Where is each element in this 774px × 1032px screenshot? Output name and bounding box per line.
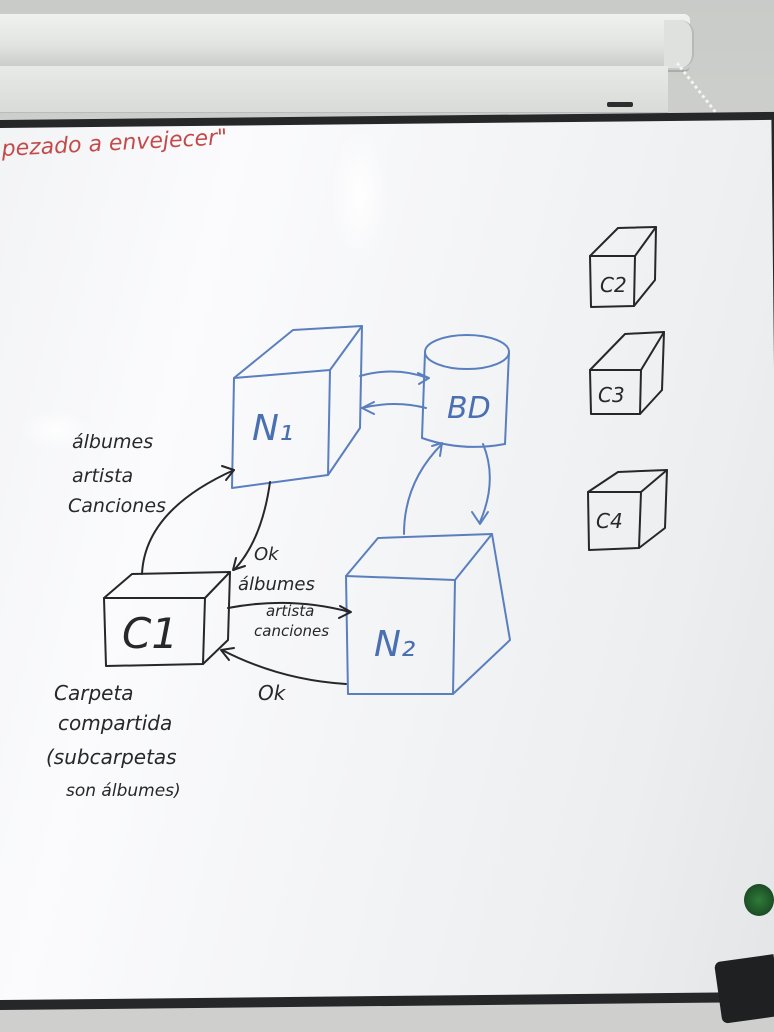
c1-n2-label-text: Ok álbumes artista canciones xyxy=(238,544,329,640)
node-c1-cube xyxy=(103,571,231,667)
arrowhead-to-bd xyxy=(431,442,443,457)
arrowhead-ok2-c1 xyxy=(220,647,235,661)
arrow-n1-to-c1 xyxy=(233,481,271,571)
node-n1-label: N₁ xyxy=(252,408,293,449)
n1-list-item: álbumes xyxy=(72,431,153,453)
roller-end-cap xyxy=(664,20,694,68)
node-n1-cube xyxy=(231,325,363,489)
arrow-c1-to-n1 xyxy=(141,469,235,575)
light-glare xyxy=(330,126,390,266)
node-c3-label: C3 xyxy=(598,383,625,407)
arrow-n2-to-bd xyxy=(403,443,443,535)
green-magnet xyxy=(744,884,774,916)
node-c4-label: C4 xyxy=(596,509,623,533)
node-c1-label: C1 xyxy=(122,609,178,658)
light-glare-left xyxy=(20,410,90,450)
screen-housing xyxy=(0,66,668,113)
arrow-n1-to-bd xyxy=(359,370,429,379)
c1-n2-label: Ok xyxy=(254,544,280,565)
node-c4-cube xyxy=(587,469,668,551)
arrowhead-bd xyxy=(417,372,430,385)
c1-caption-line: compartida xyxy=(58,711,172,735)
c1-n2-label: álbumes xyxy=(238,574,315,595)
node-n2-label: N₂ xyxy=(374,624,415,665)
c1-n2-label: canciones xyxy=(254,622,329,640)
node-c3-cube xyxy=(589,331,665,415)
database-cylinder xyxy=(421,334,510,448)
header-note: pezado a envejecer" xyxy=(0,125,228,162)
arrow-n2-to-c1 xyxy=(221,649,347,685)
arrowhead-n1 xyxy=(361,401,375,415)
n1-list-item: artista xyxy=(72,465,133,487)
c1-caption-line: Carpeta xyxy=(54,681,134,705)
c1-caption-line: son álbumes) xyxy=(66,781,181,801)
c1-caption-text: Carpeta compartida (subcarpetas son álbu… xyxy=(46,681,183,801)
node-c2-label: C2 xyxy=(600,273,627,297)
n1-list-item: Canciones xyxy=(68,495,166,517)
arrowhead-to-n2 xyxy=(471,511,489,525)
arrowhead-to-n1 xyxy=(221,465,235,481)
arrow-c1-to-n2 xyxy=(227,601,351,613)
screen-pull-handle xyxy=(607,102,633,107)
arrow-bd-to-n2 xyxy=(479,443,491,523)
c1-caption-line: (subcarpetas xyxy=(46,745,177,769)
node-c2-cube xyxy=(589,226,657,308)
n2-ok-label: Ok xyxy=(258,681,287,705)
database-label: BD xyxy=(447,391,491,426)
arrowhead-ok-c1 xyxy=(232,557,246,571)
arrow-bd-to-n1 xyxy=(361,403,427,409)
node-n2-cube xyxy=(345,533,511,695)
n1-list-text: álbumes artista Canciones xyxy=(68,431,166,517)
arrowhead-to-n2-c1 xyxy=(338,605,352,619)
c1-n2-label: artista xyxy=(266,602,314,620)
